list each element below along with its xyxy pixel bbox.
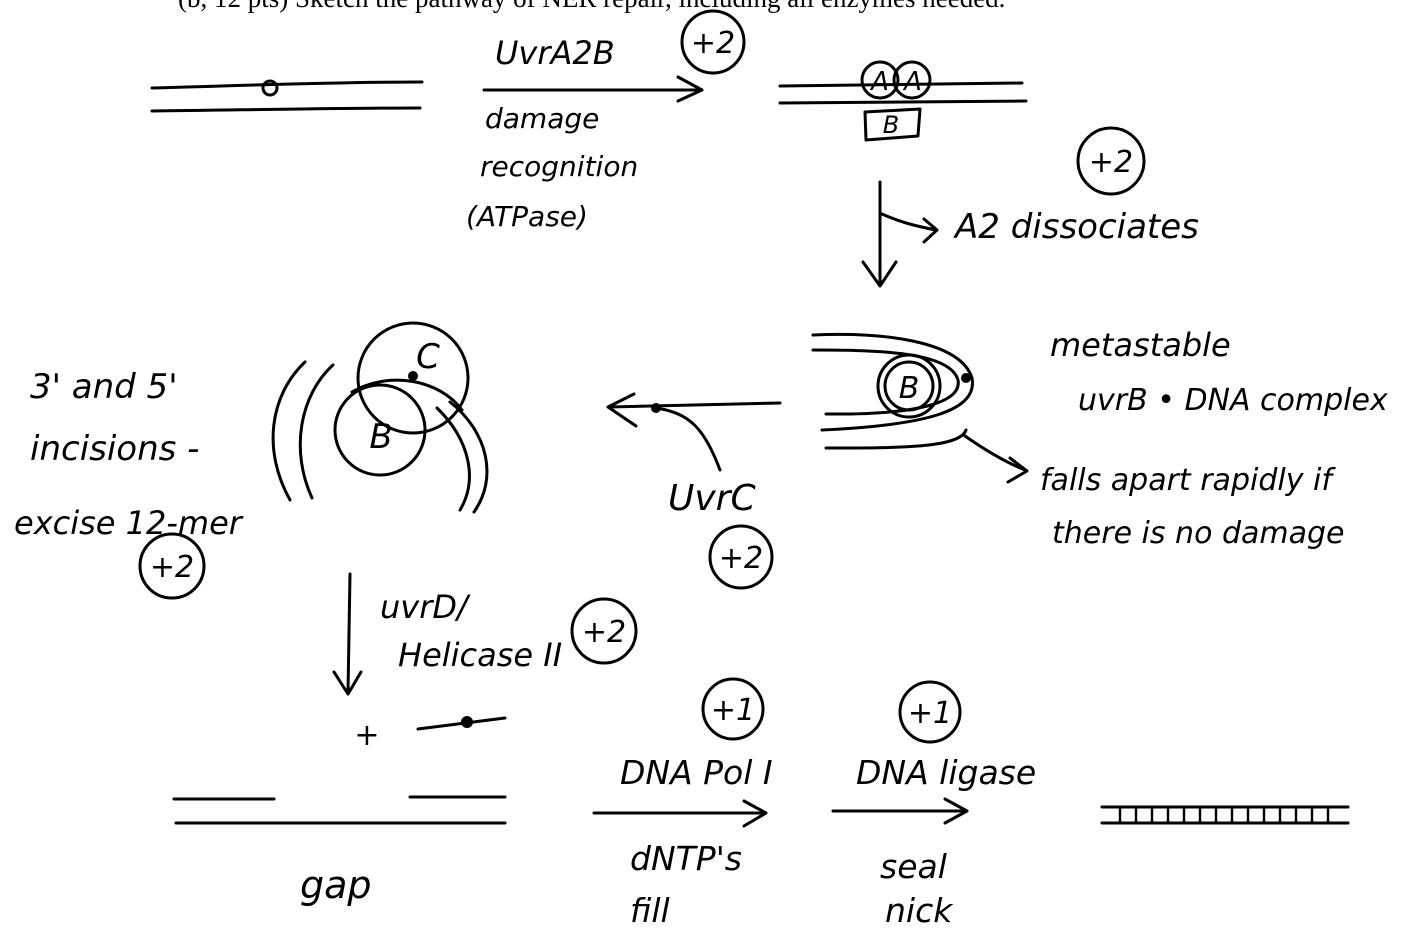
falls-apart-line1: falls apart rapidly if	[1040, 463, 1336, 498]
question-header: (b, 12 pts) Sketch the pathway of NER re…	[178, 0, 1005, 13]
helicase-ii-label: Helicase II	[398, 636, 562, 674]
incision-note-line1: 3' and 5'	[30, 367, 178, 407]
arrow-step4-down	[332, 572, 363, 696]
note-atpase: (ATPase)	[466, 200, 588, 233]
uvrc-label: UvrC	[668, 478, 756, 519]
incision-complex: C B	[271, 321, 489, 514]
metastable-title: metastable	[1050, 326, 1231, 364]
arrow-step5	[592, 799, 768, 828]
points-circle-step3: +2	[708, 524, 774, 590]
arrow-step1	[482, 75, 704, 103]
gap-label: gap	[300, 863, 372, 907]
incision-b-label: B	[369, 417, 392, 457]
uvrd-label: uvrD/	[380, 588, 471, 626]
uvra2b-label: UvrA2B	[495, 34, 615, 72]
points-step3: +2	[719, 541, 763, 576]
a-label-left: A	[869, 67, 889, 97]
incision-note-line2: incisions -	[30, 429, 199, 469]
points-step5: +1	[711, 693, 755, 728]
arrow-step6	[831, 797, 969, 825]
damaged-dna	[150, 79, 424, 113]
points-circle-step4: +2	[570, 597, 638, 665]
fill-label: fill	[630, 891, 670, 930]
points-circle-step4a: +2	[138, 532, 206, 600]
metastable-b-label: B	[899, 371, 920, 406]
incision-note-line3: excise 12-mer	[14, 504, 244, 542]
points-incision: +2	[150, 550, 194, 585]
note-damage: damage	[485, 102, 599, 135]
plus-sign: +	[354, 718, 379, 753]
points-circle-step2: +2	[1076, 126, 1146, 196]
points-step4: +2	[582, 615, 626, 650]
points-circle-step5: +1	[701, 677, 765, 741]
a-label-right: A	[902, 67, 922, 97]
arrow-step2-down	[861, 180, 939, 288]
repaired-dna	[1100, 805, 1350, 825]
dntps-label: dNTP's	[630, 839, 742, 878]
points-step2: +2	[1089, 145, 1133, 180]
incision-c-label: C	[416, 337, 440, 377]
arrow-falls-apart	[963, 434, 1029, 484]
metastable-subtitle: uvrB • DNA complex	[1078, 383, 1388, 418]
falls-apart-line2: there is no damage	[1052, 516, 1345, 551]
b-box-label: B	[883, 111, 899, 139]
gapped-dna	[172, 716, 507, 825]
a2-dissociates-label: A2 dissociates	[953, 207, 1199, 247]
points-circle-step1: +2	[680, 9, 746, 75]
uvrb-dna-complex: B	[811, 332, 974, 450]
points-step1: +2	[691, 26, 735, 61]
arrow-step3	[606, 392, 782, 472]
points-step6: +1	[908, 696, 952, 731]
dna-pol-i-label: DNA Pol I	[620, 753, 773, 792]
note-recognition: recognition	[480, 150, 638, 183]
nick-label: nick	[885, 891, 954, 930]
points-circle-step6: +1	[898, 680, 962, 744]
uvra2b-dna-complex: A A B	[778, 60, 1028, 142]
dna-ligase-label: DNA ligase	[856, 753, 1036, 792]
seal-label: seal	[880, 847, 947, 886]
